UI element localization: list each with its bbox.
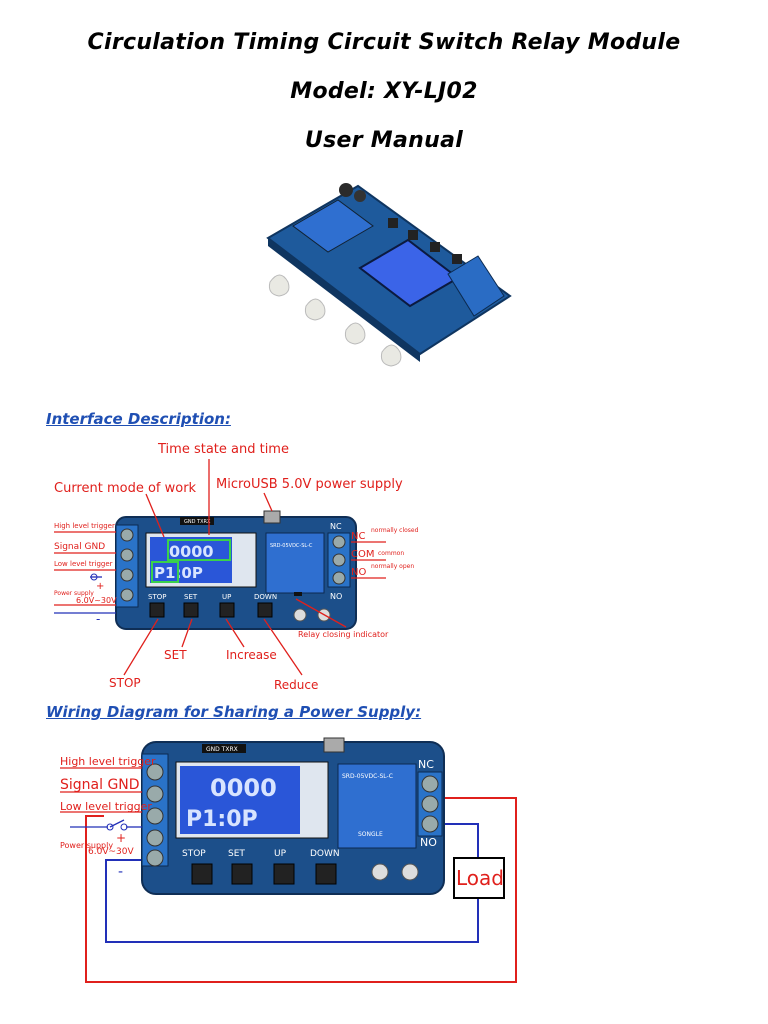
- relay-indicator-led: [294, 592, 302, 596]
- time-highlight: [167, 539, 231, 561]
- load-box: [453, 857, 505, 899]
- set-label: SET: [164, 648, 187, 662]
- board-nc-mark: NC: [330, 522, 342, 531]
- interface-heading: Interface Description:: [46, 410, 231, 428]
- relay-label: SRD-05VDC-SL-C: [342, 773, 393, 780]
- signal-gnd-label: Signal GND: [54, 542, 105, 552]
- pin-header-label: GND TXRX: [184, 519, 211, 525]
- lcd-screen: [180, 766, 300, 834]
- model-title: Model: XY-LJ02: [290, 79, 478, 104]
- high-level-trigger-label: High level trigger: [60, 755, 156, 768]
- minus-sign: -: [96, 612, 100, 626]
- input-terminals: [115, 524, 139, 608]
- voltage-label: 6.0V~30V: [88, 847, 134, 857]
- relay: [265, 532, 325, 594]
- no-label: NO: [351, 567, 366, 578]
- up-button[interactable]: [273, 863, 295, 885]
- low-level-trigger-label: Low level trigger: [60, 800, 152, 813]
- power-supply-label: Power supply: [54, 590, 94, 597]
- interface-diagram: GND TXRX 0000 P1:0P SRD-05VDC-SL-C NC NO…: [54, 442, 419, 692]
- relay: [337, 763, 417, 849]
- minus-sign: -: [118, 864, 123, 880]
- board-no-mark: NO: [330, 592, 342, 601]
- blue-ground-wire: [105, 859, 479, 943]
- com-label: COM: [351, 549, 374, 560]
- plus-sign: +: [116, 831, 126, 845]
- board-set-label: SET: [184, 593, 198, 601]
- stop-button[interactable]: [149, 602, 165, 618]
- plus-sign: +: [96, 581, 104, 592]
- com-description: common: [378, 550, 404, 557]
- microusb-port: [263, 510, 281, 524]
- board-stop-label: STOP: [148, 593, 166, 601]
- current-mode-label: Current mode of work: [54, 481, 197, 496]
- board-nc-mark: NC: [418, 758, 434, 771]
- signal-gnd-label: Signal GND: [60, 777, 140, 793]
- board-no-mark: NO: [420, 836, 437, 849]
- lcd-time-readout: 0000: [210, 774, 277, 802]
- power-supply-label: Power supply: [60, 841, 113, 850]
- microusb-label: MicroUSB 5.0V power supply: [216, 477, 403, 492]
- document-title: Circulation Timing Circuit Switch Relay …: [87, 30, 681, 55]
- no-description: normally open: [371, 563, 414, 570]
- nc-description: normally closed: [371, 527, 419, 534]
- relay-label: SRD-05VDC-SL-C: [270, 543, 313, 549]
- mode-highlight: [151, 561, 179, 583]
- relay-indicator-label: Relay closing indicator: [298, 630, 389, 639]
- pin-header-label: GND TXRX: [206, 746, 238, 753]
- set-button[interactable]: [183, 602, 199, 618]
- wiring-diagram: GND TXRX 0000 P1:0P SRD-05VDC-SL-C SONGL…: [60, 737, 517, 983]
- high-level-trigger-label: High level trigger: [54, 522, 115, 530]
- manual-title: User Manual: [304, 128, 464, 153]
- set-button[interactable]: [231, 863, 253, 885]
- up-button[interactable]: [219, 602, 235, 618]
- board-up-label: UP: [222, 593, 231, 601]
- board-down-label: DOWN: [254, 593, 277, 601]
- low-level-trigger-label: Low level trigger: [54, 560, 113, 568]
- wiring-heading: Wiring Diagram for Sharing a Power Suppl…: [46, 703, 422, 721]
- red-power-wire: [85, 797, 517, 983]
- board-down-label: DOWN: [310, 849, 340, 859]
- down-button[interactable]: [257, 602, 273, 618]
- stop-label: STOP: [109, 676, 141, 690]
- down-button[interactable]: [315, 863, 337, 885]
- lcd-time-readout: 0000: [169, 542, 214, 561]
- load-label: Load: [456, 866, 504, 890]
- relay-brand: SONGLE: [358, 831, 383, 838]
- lcd-mode-readout: P1:0P: [186, 807, 258, 832]
- time-state-label: Time state and time: [157, 442, 289, 457]
- microusb-port: [323, 737, 345, 753]
- product-photo: [248, 178, 520, 388]
- board-stop-label: STOP: [182, 849, 206, 859]
- increase-label: Increase: [226, 648, 277, 662]
- nc-label: NC: [351, 531, 365, 542]
- stop-button[interactable]: [191, 863, 213, 885]
- reduce-label: Reduce: [274, 678, 318, 692]
- board-set-label: SET: [228, 849, 245, 859]
- board-up-label: UP: [274, 849, 287, 859]
- voltage-label: 6.0V~30V: [76, 596, 117, 605]
